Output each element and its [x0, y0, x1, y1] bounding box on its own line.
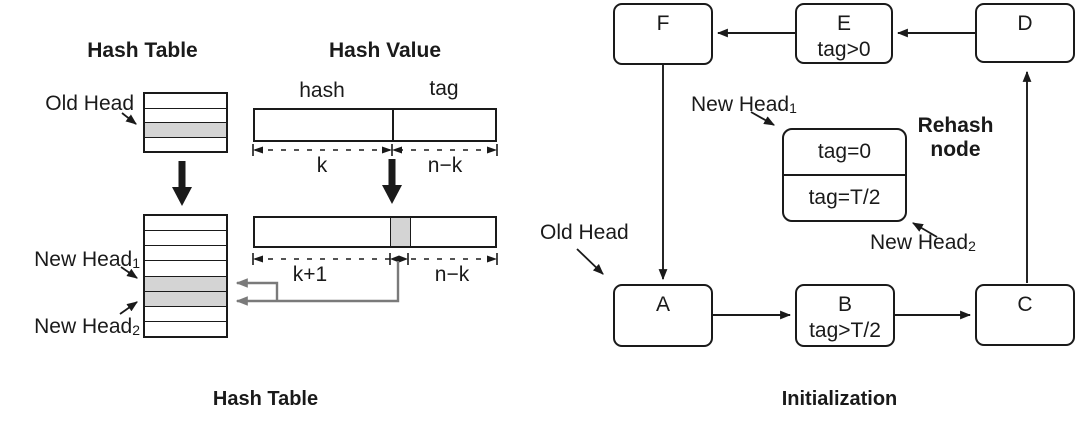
slot-link-to-row5 [235, 278, 279, 300]
new-head1-pointer-right [750, 111, 775, 126]
node-f: F [613, 3, 713, 65]
new-head2-sub: 2 [968, 238, 976, 254]
table-row [145, 230, 226, 245]
new-head2-label-right: New Head2 [870, 231, 976, 254]
tag-field-label: tag [429, 77, 459, 100]
old-head-pointer-left [121, 112, 137, 125]
table-row [145, 260, 226, 275]
node-a-label: A [655, 293, 670, 316]
dim-k1-label: k+1 [292, 263, 328, 286]
table-row-old-head [145, 122, 226, 137]
node-b-tag: tag>T/2 [809, 319, 881, 342]
slot-link-to-row6 [235, 261, 400, 306]
node-d: D [975, 3, 1075, 63]
node-e-tag: tag>0 [817, 38, 871, 61]
dim-nk-label-2: n−k [434, 263, 470, 286]
selected-slot [390, 218, 411, 246]
node-a: A [613, 284, 713, 347]
bold-arrow-table-head [172, 187, 192, 206]
node-b-label: B [837, 293, 852, 316]
dim1-arrow-right [487, 146, 497, 154]
node-e: E tag>0 [795, 3, 893, 64]
dim-k-label: k [316, 154, 328, 177]
hash-table-heading: Hash Table [87, 39, 198, 62]
rehash-node: tag=0 tag=T/2 [782, 128, 907, 222]
dim1-arrow-left [253, 146, 263, 154]
bold-arrow-value-head [382, 185, 402, 204]
new-head2-sub: 2 [132, 322, 140, 338]
table-row [145, 305, 226, 321]
table-row-new-head2 [145, 290, 226, 306]
node-e-label: E [836, 12, 851, 35]
new-head2-pointer-right [912, 222, 938, 238]
hash-value-bar-rehash [253, 216, 497, 248]
new-head2-pointer-left [119, 301, 138, 315]
dim2-arrow-gap-r [399, 255, 408, 263]
left-caption: Hash Table [212, 388, 319, 410]
table-row [145, 107, 226, 123]
hash-table-big [143, 214, 228, 338]
node-c-label: C [1017, 293, 1033, 316]
node-d-label: D [1017, 12, 1033, 35]
hash-value-heading: Hash Value [328, 39, 442, 62]
dim2-arrow-right [487, 255, 497, 263]
dim-nk-label-1: n−k [427, 154, 463, 177]
new-head1-pointer-left [120, 266, 138, 279]
hash-tag-divider [392, 110, 394, 140]
node-c: C [975, 284, 1075, 346]
table-row [145, 320, 226, 336]
node-f-label: F [656, 12, 670, 35]
dim2-arrow-gap-l [390, 255, 399, 263]
hash-field-label: hash [299, 79, 345, 102]
right-caption: Initialization [781, 388, 898, 410]
dimension-line-k1 [252, 253, 498, 265]
new-head1-text: New Head [691, 93, 790, 116]
new-head2-text: New Head [870, 231, 969, 254]
table-row-new-head1 [145, 275, 226, 291]
table-row [145, 245, 226, 260]
rehash-cell-top: tag=0 [784, 130, 905, 176]
new-head1-sub: 1 [132, 255, 140, 271]
table-row [145, 216, 226, 230]
hash-value-bar [253, 108, 497, 142]
new-head1-label-left: New Head1 [14, 248, 140, 271]
dim1-arrow-mid-l [382, 146, 392, 154]
new-head1-label-right: New Head1 [691, 93, 797, 116]
new-head2-text: New Head [34, 315, 133, 338]
old-head-label-right: Old Head [540, 221, 629, 244]
rehash-cell-bottom: tag=T/2 [808, 186, 881, 209]
old-head-label-left: Old Head [45, 92, 134, 115]
new-head1-sub: 1 [789, 100, 797, 116]
dim1-arrow-mid-r [392, 146, 402, 154]
hash-table-small [143, 92, 228, 153]
new-head2-label-left: New Head2 [14, 315, 140, 338]
old-head-pointer-right [576, 248, 604, 275]
table-row [145, 94, 226, 108]
table-row [145, 136, 226, 152]
rehash-label-line2: node [930, 138, 981, 161]
node-b: B tag>T/2 [795, 284, 895, 347]
dimension-line-k [252, 144, 498, 156]
new-head1-text: New Head [34, 248, 133, 271]
rehash-label-line1: Rehash [917, 114, 994, 137]
dim2-arrow-left [253, 255, 263, 263]
rehash-node-label: Rehash node [903, 114, 1008, 162]
